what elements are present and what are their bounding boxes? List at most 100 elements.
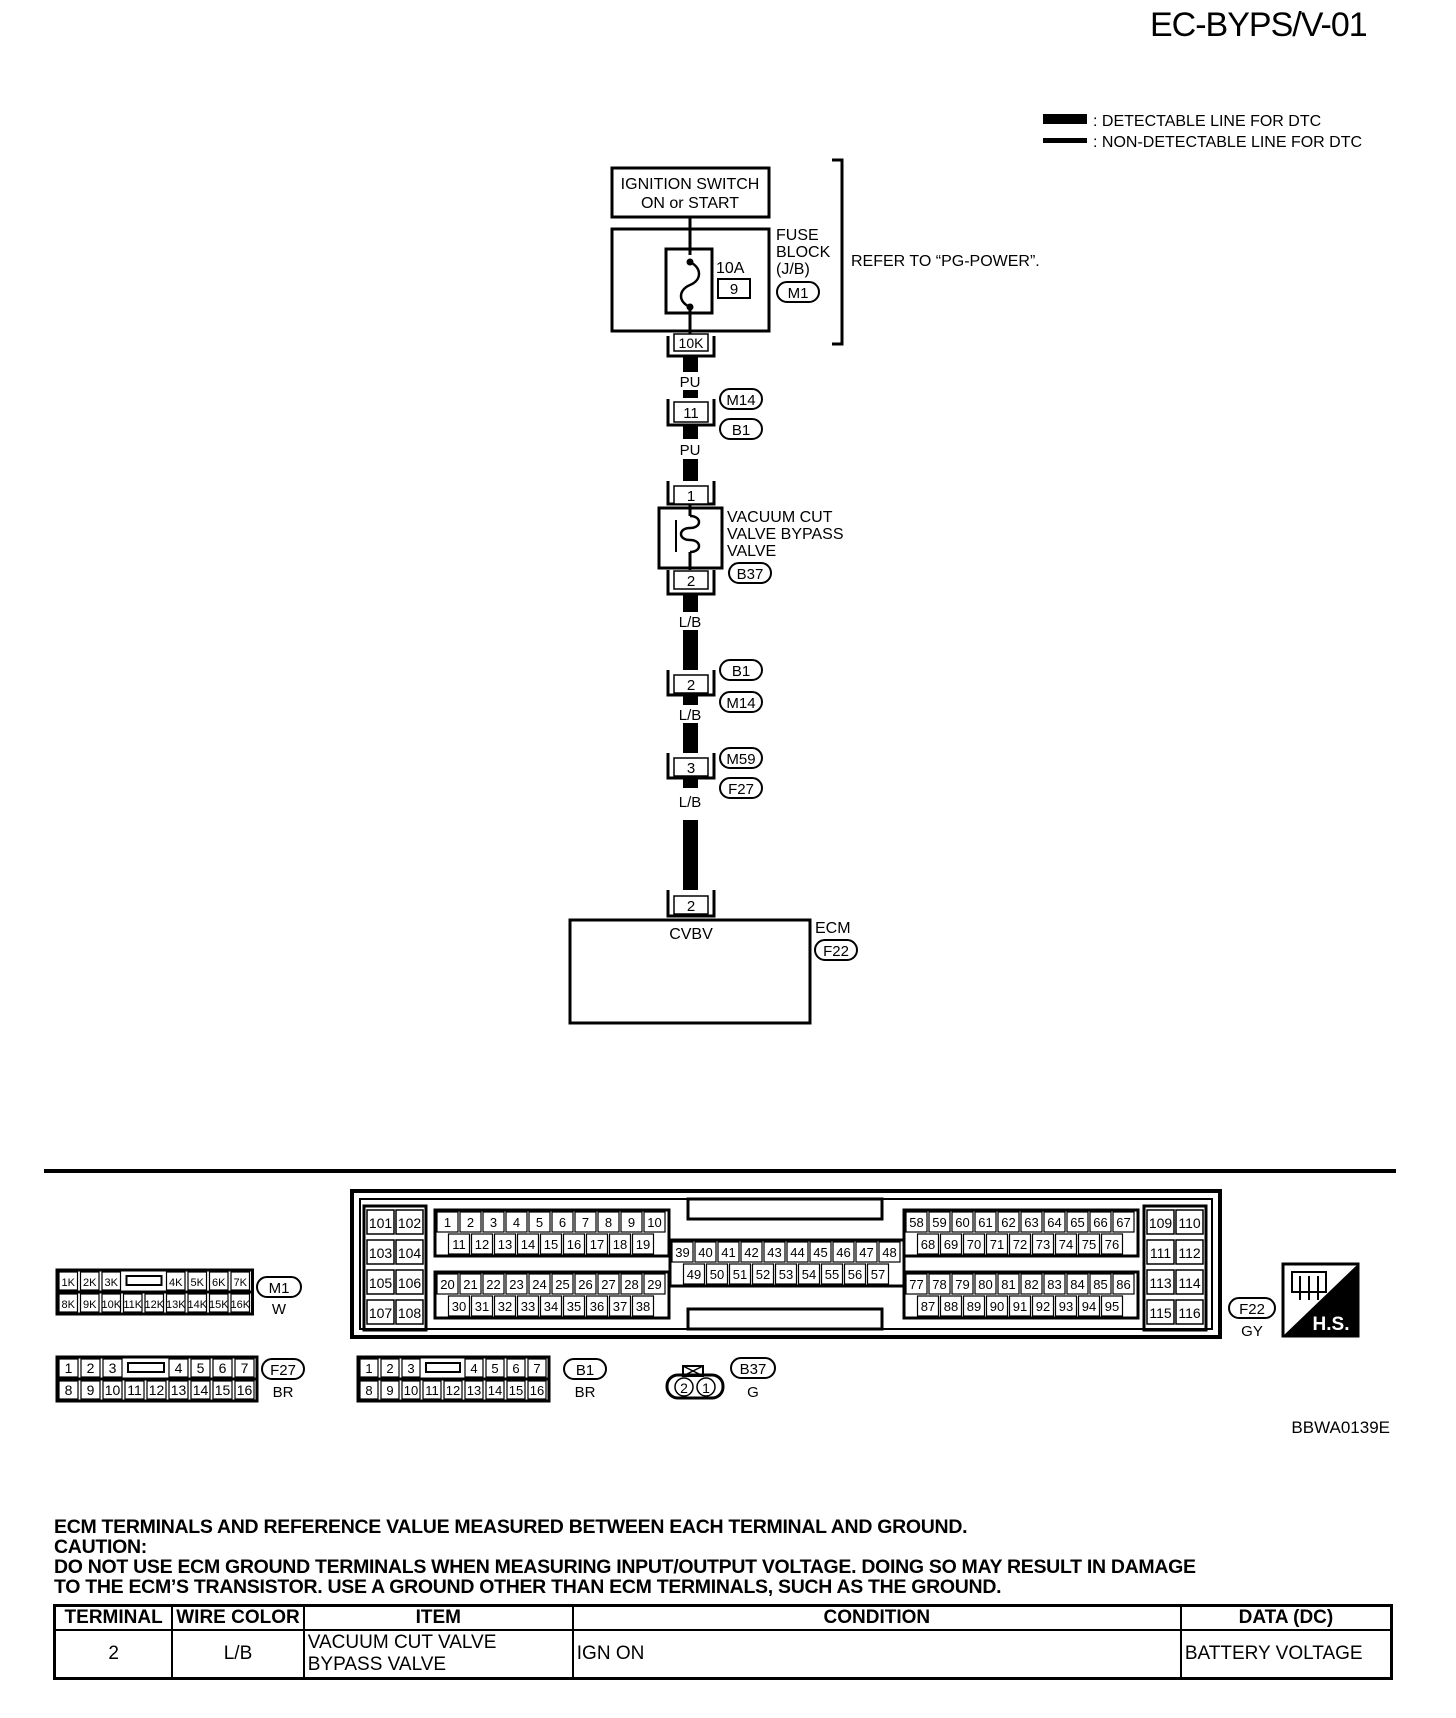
pin-cell <box>608 1233 632 1255</box>
pin-number: 111 <box>1150 1245 1171 1261</box>
header-condition: CONDITION <box>571 1604 1182 1631</box>
pin-cell <box>436 1273 459 1295</box>
pin-number: 29 <box>647 1277 661 1292</box>
pin-number: 74 <box>1059 1237 1073 1252</box>
pin-number: 11K <box>123 1299 142 1311</box>
pin-number: 16 <box>567 1237 581 1252</box>
pin-number: 2K <box>83 1277 97 1289</box>
pin-cell <box>80 1380 101 1400</box>
pin-number: 1 <box>702 1380 710 1396</box>
pin-number: 9 <box>386 1383 393 1398</box>
pin-cell <box>58 1271 79 1291</box>
pin-cell <box>985 1295 1009 1317</box>
pin-cell <box>1054 1233 1078 1255</box>
cell-terminal: 2 <box>53 1629 174 1680</box>
joint-connector-1: 11 M14 B1 <box>666 388 763 440</box>
pin-cell <box>962 1233 986 1255</box>
pin-number: 15 <box>509 1383 523 1398</box>
pin-cell <box>1031 1233 1055 1255</box>
pin-number: 5 <box>491 1361 498 1376</box>
pin-cell <box>1175 1239 1204 1265</box>
pin-number: 95 <box>1105 1299 1119 1314</box>
svg-text:B1: B1 <box>732 663 750 680</box>
pin-cell <box>1089 1211 1112 1233</box>
pin-number: 26 <box>578 1277 592 1292</box>
pin-number: 8 <box>605 1215 612 1230</box>
pin-number: 65 <box>1070 1215 1084 1230</box>
pin-cell <box>464 1358 484 1378</box>
cell-condition: IGN ON <box>571 1629 1182 1680</box>
key-slot <box>125 1275 163 1286</box>
pin-cell <box>165 1271 186 1291</box>
pin-number: 20 <box>440 1277 454 1292</box>
pin-cell <box>751 1263 775 1285</box>
pin-cell <box>212 1358 233 1378</box>
pin-cell <box>79 1271 100 1291</box>
pin-cell <box>168 1380 189 1400</box>
pin-cell <box>1100 1233 1124 1255</box>
pin-number: 9 <box>87 1382 95 1398</box>
pin-number: 51 <box>733 1267 747 1282</box>
pin-number: 80 <box>978 1277 992 1292</box>
pin-cell <box>58 1293 79 1313</box>
pin-number: 15 <box>215 1382 231 1398</box>
f22-id: F22 <box>1239 1301 1265 1318</box>
pin-cell <box>1008 1233 1032 1255</box>
pin-number: 6K <box>212 1277 226 1289</box>
fuse-icon <box>679 260 701 309</box>
pin-cell <box>443 1380 463 1400</box>
pin-number: 90 <box>990 1299 1004 1314</box>
pin-number: 7 <box>582 1215 589 1230</box>
pin-number: 5 <box>197 1360 205 1376</box>
pin-number: 13 <box>467 1383 481 1398</box>
pin-cell <box>643 1273 666 1295</box>
pin-cell <box>124 1380 145 1400</box>
pin-cell <box>359 1380 379 1400</box>
pin-cell <box>482 1273 505 1295</box>
pin-number: 6 <box>219 1360 227 1376</box>
pin-number: 11 <box>452 1237 466 1252</box>
pin-number: 46 <box>836 1245 850 1260</box>
pin-number: 72 <box>1013 1237 1027 1252</box>
pin-number: 91 <box>1013 1299 1027 1314</box>
fuse-number: 9 <box>730 281 738 298</box>
power-bracket <box>832 158 844 346</box>
pin-cell <box>122 1293 143 1313</box>
pin-cell <box>366 1239 395 1265</box>
pin-number: 104 <box>398 1245 422 1261</box>
header-data: DATA (DC) <box>1179 1604 1393 1631</box>
pin-number: 55 <box>825 1267 839 1282</box>
pin-number: 12 <box>446 1383 460 1398</box>
wire-color-pu-1: PU <box>680 374 701 391</box>
connector-b37-label: B37 <box>737 566 764 583</box>
pin-number: 8K <box>62 1299 76 1311</box>
pin-cell <box>997 1211 1020 1233</box>
pin-cell <box>1020 1273 1043 1295</box>
pin-cell <box>939 1295 963 1317</box>
pin-cell <box>493 1233 517 1255</box>
pin-cell <box>878 1241 901 1263</box>
pin-number: 84 <box>1070 1277 1084 1292</box>
pin-number: 107 <box>369 1305 393 1321</box>
pin-cell <box>786 1241 809 1263</box>
pin-number: 9K <box>83 1299 97 1311</box>
pin-number: 39 <box>675 1245 689 1260</box>
wire-segment <box>683 356 698 372</box>
pin-cell <box>1146 1269 1175 1295</box>
pin-cell <box>528 1211 551 1233</box>
pin-cell <box>436 1211 459 1233</box>
pin-cell <box>187 1271 208 1291</box>
pin-cell <box>527 1358 547 1378</box>
b37-id: B37 <box>740 1361 767 1378</box>
pin-number: 7 <box>241 1360 249 1376</box>
pin-cell <box>928 1273 951 1295</box>
pin-cell <box>366 1209 395 1235</box>
pin-number: 4K <box>169 1277 183 1289</box>
pin-number: 69 <box>944 1237 958 1252</box>
pin-number: 63 <box>1024 1215 1038 1230</box>
pin-cell <box>1043 1211 1066 1233</box>
f22-color: GY <box>1241 1323 1263 1340</box>
pin-number: 73 <box>1036 1237 1050 1252</box>
